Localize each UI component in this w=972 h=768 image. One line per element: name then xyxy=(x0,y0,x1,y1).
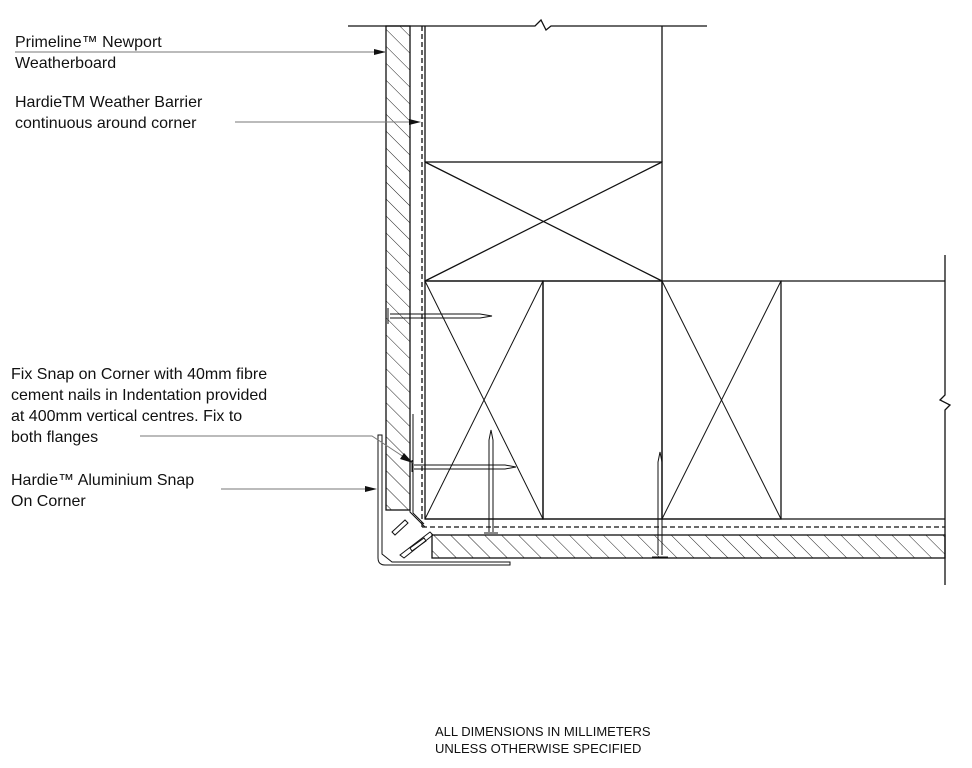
leader-arrowheads xyxy=(365,49,421,492)
stud-2 xyxy=(542,280,663,520)
top-break-line xyxy=(348,18,707,32)
dimensions-note: ALL DIMENSIONS IN MILLIMETERS UNLESS OTH… xyxy=(435,724,651,756)
label-weather-barrier: HardieTM Weather Barrier continuous arou… xyxy=(15,94,203,132)
horizontal-weatherboard xyxy=(431,534,946,559)
right-break-line xyxy=(938,255,952,585)
leader-lines xyxy=(15,51,414,490)
stud-3 xyxy=(661,280,782,520)
label-fix-snap: Fix Snap on Corner with 40mm fibre cemen… xyxy=(11,366,268,446)
nail-vertical-1 xyxy=(484,429,498,534)
nail-snap xyxy=(411,460,517,472)
vertical-weatherboard xyxy=(385,25,411,511)
aluminium-snap-corner xyxy=(377,414,511,566)
label-weatherboard: Primeline™ Newport Weatherboard xyxy=(15,34,162,72)
nail-vertical-2 xyxy=(652,451,668,558)
nail-upper xyxy=(387,308,493,324)
label-snap-corner: Hardie™ Aluminium Snap On Corner xyxy=(11,472,195,510)
